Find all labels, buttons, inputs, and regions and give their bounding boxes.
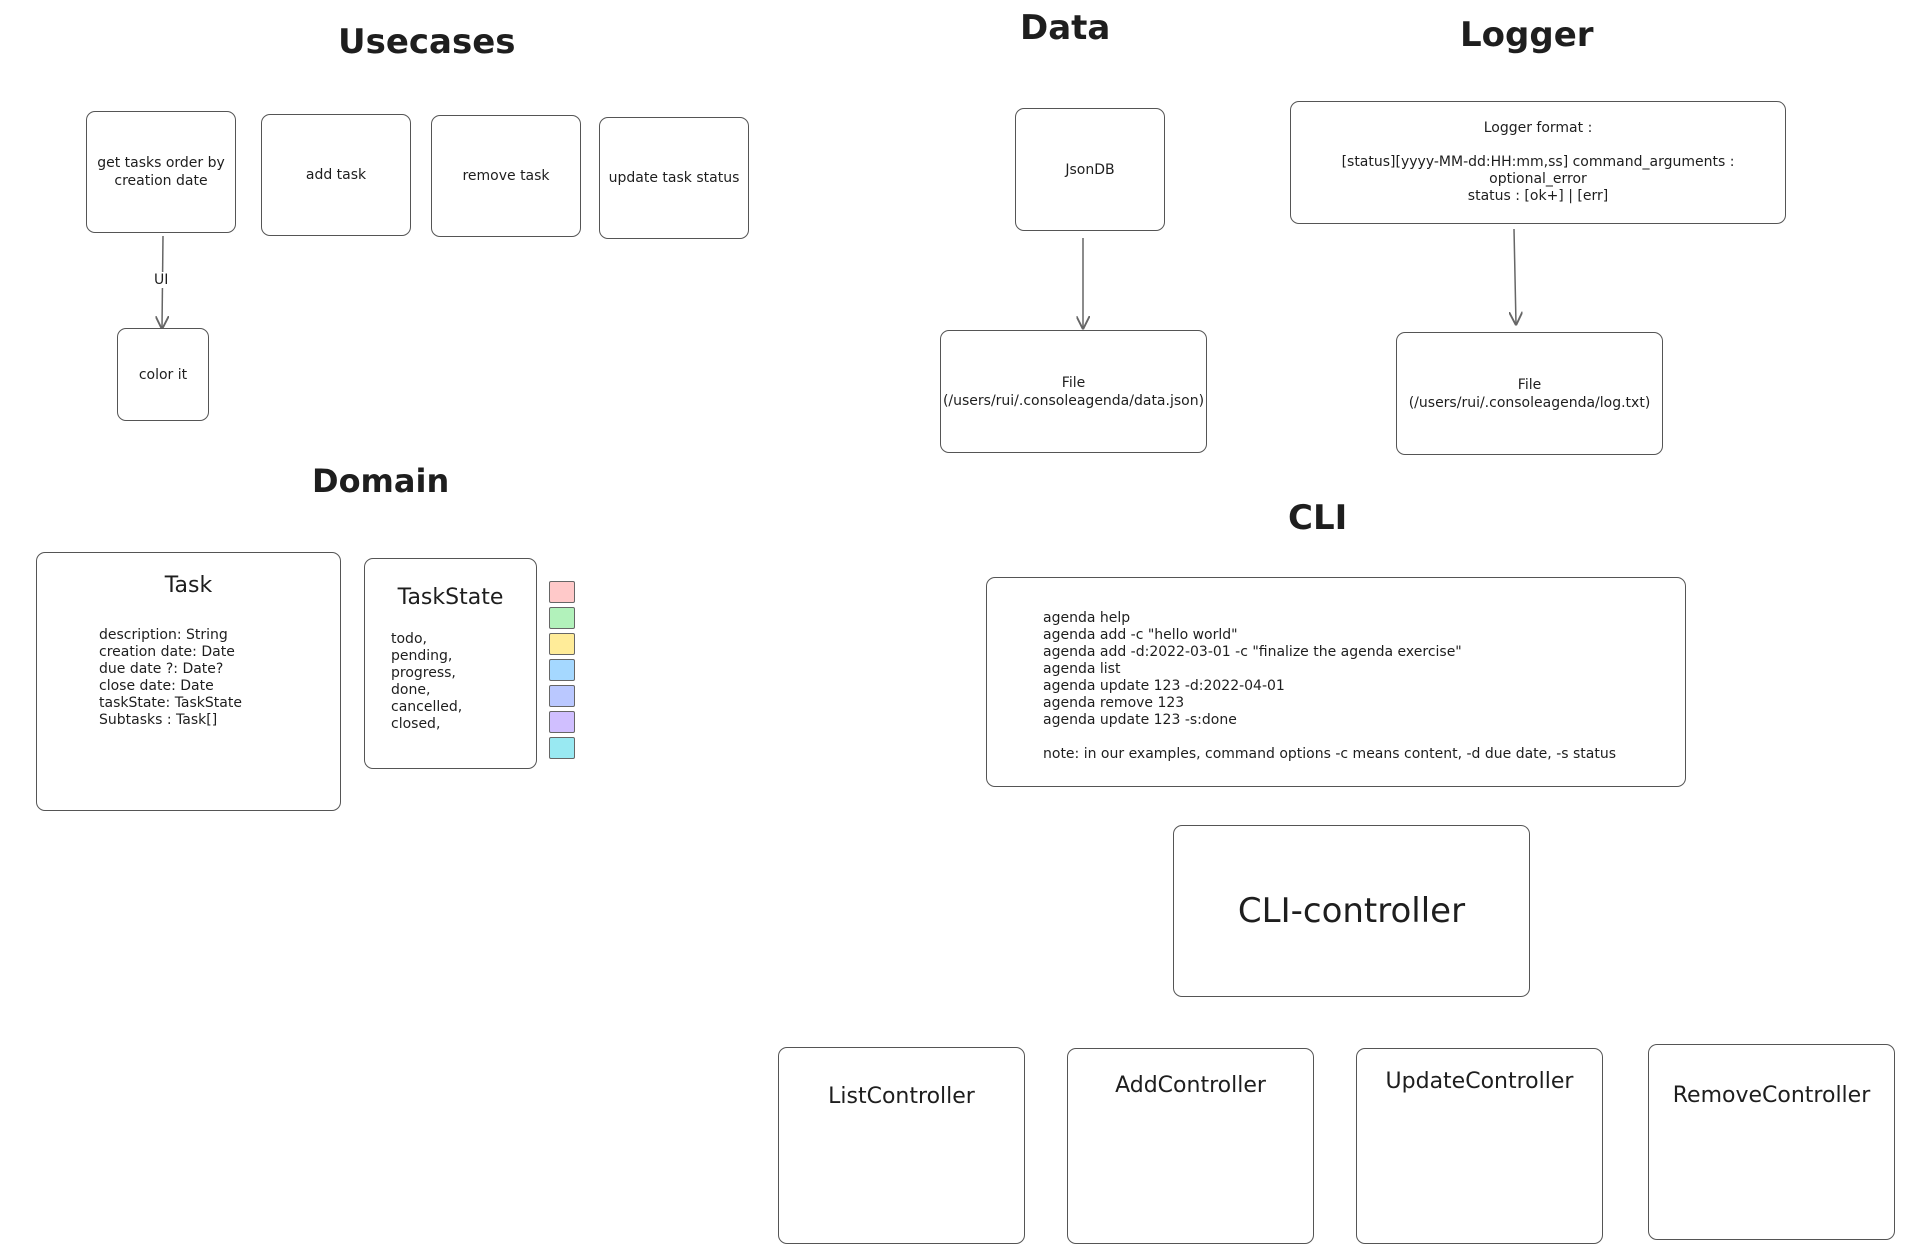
logger-to-file-arrow (1514, 228, 1516, 324)
cli-controller-box: CLI-controller (1173, 825, 1530, 997)
usecase-add-task-label: add task (305, 167, 367, 183)
progress-color-swatch (549, 633, 575, 655)
pending-color-swatch (549, 607, 575, 629)
logger-format-box: Logger format : [status][yyyy-MM-dd:HH:m… (1290, 101, 1786, 224)
remove-controller-box: RemoveController (1648, 1044, 1895, 1240)
cli-commands-text: agenda help agenda add -c "hello world" … (1043, 610, 1617, 762)
cancelled-color-swatch (549, 685, 575, 707)
closed-color-swatch (549, 711, 575, 733)
cli-controller-label: CLI-controller (1237, 891, 1466, 931)
update-controller-label: UpdateController (1385, 1069, 1574, 1094)
log-file-label: File (/users/rui/.consoleagenda/log.txt) (1408, 376, 1651, 411)
task-entity-title: Task (164, 573, 213, 598)
add-controller-box: AddController (1067, 1048, 1314, 1244)
usecase-get-tasks-label: get tasks order by creation date (97, 155, 225, 189)
log-file-box: File (/users/rui/.consoleagenda/log.txt) (1396, 332, 1663, 455)
taskstate-values: todo, pending, progress, done, cancelled… (391, 631, 463, 732)
usecase-update-status-box: update task status (599, 117, 749, 239)
list-controller-label: ListController (828, 1084, 975, 1109)
data-title: Data (1020, 8, 1111, 48)
jsondb-box: JsonDB (1015, 108, 1165, 231)
logger-format-label: Logger format : [status][yyyy-MM-dd:HH:m… (1341, 120, 1735, 204)
usecases-title: Usecases (338, 22, 516, 62)
cli-title: CLI (1288, 498, 1348, 538)
extra-color-swatch (549, 737, 575, 759)
color-it-label: color it (138, 366, 188, 383)
list-controller-box: ListController (778, 1047, 1025, 1244)
data-file-box: File (/users/rui/.consoleagenda/data.jso… (940, 330, 1207, 453)
usecase-add-task-box: add task (261, 114, 411, 236)
task-entity-fields: description: String creation date: Date … (99, 627, 242, 728)
jsondb-label: JsonDB (1065, 161, 1115, 178)
taskstate-title: TaskState (397, 585, 504, 610)
cli-commands-box: agenda help agenda add -c "hello world" … (986, 577, 1686, 787)
todo-color-swatch (549, 581, 575, 603)
taskstate-enum-box: TaskState todo, pending, progress, done,… (364, 558, 537, 769)
ui-arrow-label: UI (151, 272, 172, 288)
update-controller-box: UpdateController (1356, 1048, 1603, 1244)
remove-controller-label: RemoveController (1672, 1083, 1871, 1108)
domain-title: Domain (312, 462, 450, 500)
usecase-remove-task-label: remove task (462, 168, 550, 184)
add-controller-label: AddController (1115, 1073, 1266, 1098)
usecase-update-status-label: update task status (608, 170, 740, 186)
data-file-label: File (/users/rui/.consoleagenda/data.jso… (942, 374, 1205, 409)
logger-title: Logger (1460, 15, 1594, 55)
usecase-get-tasks-box: get tasks order by creation date (86, 111, 236, 233)
usecase-remove-task-box: remove task (431, 115, 581, 237)
task-entity-box: Task description: String creation date: … (36, 552, 341, 811)
done-color-swatch (549, 659, 575, 681)
color-it-box: color it (117, 328, 209, 421)
